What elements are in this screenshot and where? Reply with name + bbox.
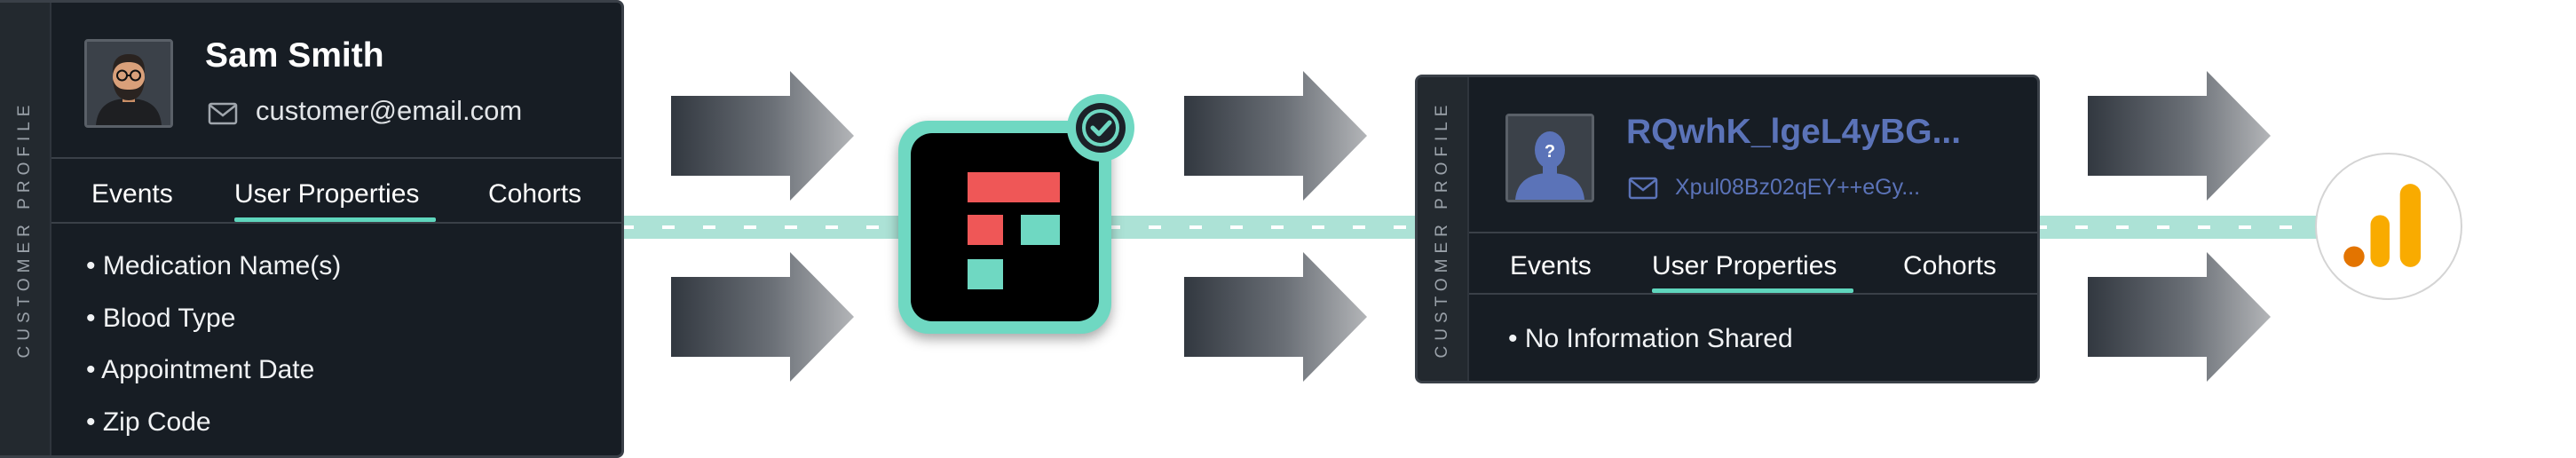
anonymous-user-icon: ? — [1508, 116, 1592, 200]
flow-arrow-3a — [2088, 71, 2271, 201]
customer-profile-card-left: CUSTOMER PROFILE Sam Smith customer@emai… — [0, 0, 624, 458]
tab-cohorts[interactable]: Cohorts — [1903, 251, 1997, 280]
side-label: CUSTOMER PROFILE — [1433, 99, 1451, 359]
header-divider — [1469, 232, 2037, 233]
mail-icon — [1628, 177, 1658, 200]
profile-name: Sam Smith — [205, 36, 384, 75]
property-item: • Appointment Date — [86, 355, 315, 384]
tabs-divider — [51, 222, 621, 224]
avatar — [84, 39, 173, 128]
customer-profile-card-right: CUSTOMER PROFILE ? RQwhK_lgeL4yBG... Xpu… — [1415, 75, 2040, 383]
connector-track-2 — [1108, 216, 1420, 239]
flow-arrow-1b — [671, 252, 854, 382]
connector-track-3 — [2035, 216, 2322, 239]
property-item: • Zip Code — [86, 407, 211, 437]
property-item: • Medication Name(s) — [86, 251, 342, 280]
flow-arrow-3b — [2088, 252, 2271, 382]
flow-arrow-2a — [1184, 71, 1367, 201]
check-badge-icon — [1067, 94, 1134, 162]
active-tab-indicator — [234, 217, 436, 222]
flow-arrow-1a — [671, 71, 854, 201]
tab-user-properties[interactable]: User Properties — [1652, 251, 1837, 280]
svg-text:?: ? — [1545, 142, 1555, 162]
tab-events[interactable]: Events — [1510, 251, 1592, 280]
profile-email-hashed: Xpul08Bz02qEY++eGy... — [1675, 175, 1921, 200]
tab-cohorts[interactable]: Cohorts — [488, 179, 582, 209]
mail-icon — [208, 102, 238, 125]
active-tab-indicator — [1652, 288, 1853, 293]
logo-square-teal — [1021, 215, 1060, 245]
logo-bar-red — [968, 172, 1060, 202]
app-logo-icon — [898, 121, 1111, 334]
avatar: ? — [1505, 114, 1594, 202]
property-item: • No Information Shared — [1508, 324, 1793, 353]
tab-events[interactable]: Events — [91, 179, 173, 209]
tab-user-properties[interactable]: User Properties — [234, 179, 420, 209]
side-label-panel: CUSTOMER PROFILE — [1418, 77, 1469, 381]
profile-email: customer@email.com — [256, 95, 523, 126]
tabs-divider — [1469, 293, 2037, 295]
header-divider — [51, 157, 621, 159]
analytics-logo-icon — [2315, 153, 2462, 300]
property-item: • Blood Type — [86, 304, 236, 333]
logo-square-teal-small — [968, 259, 1003, 289]
person-avatar-icon — [87, 42, 170, 125]
logo-square-red — [968, 215, 1003, 245]
profile-name-hashed: RQwhK_lgeL4yBG... — [1626, 113, 1962, 151]
side-label: CUSTOMER PROFILE — [15, 99, 34, 359]
connector-track-1 — [621, 216, 902, 239]
side-label-panel: CUSTOMER PROFILE — [0, 3, 51, 455]
flow-arrow-2b — [1184, 252, 1367, 382]
